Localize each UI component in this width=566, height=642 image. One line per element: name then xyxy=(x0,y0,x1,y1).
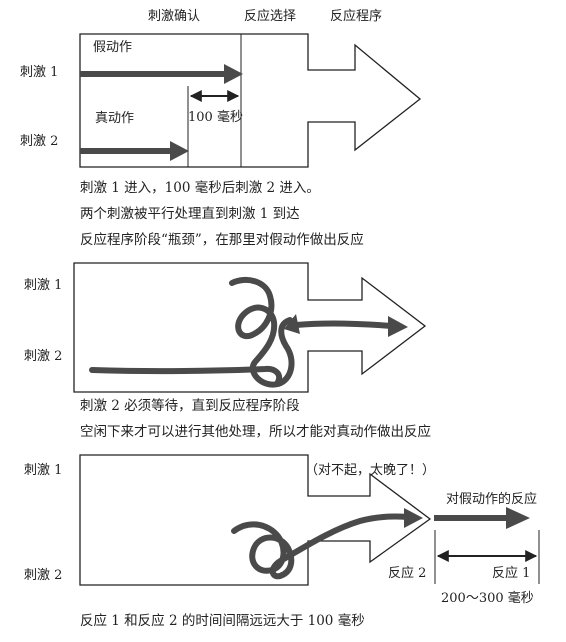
stage-label-response-programming: 反应程序 xyxy=(330,9,383,24)
panel2-caption-line-1: 刺激 2 必须等待，直到反应程序阶段 xyxy=(80,398,300,414)
stimulus1-tangle-head xyxy=(284,314,300,334)
real-action-label: 真动作 xyxy=(95,111,135,126)
response2-label: 反应 2 xyxy=(388,566,427,581)
fake-action-label: 假动作 xyxy=(93,40,133,55)
interval-label: 100 毫秒 xyxy=(188,110,243,125)
panel2-stimulus1-label: 刺激 1 xyxy=(24,278,63,293)
stimulus1-response-arrow xyxy=(388,316,408,337)
processing-box-arrow-2 xyxy=(73,262,427,393)
panel2-stimulus2-label: 刺激 2 xyxy=(24,349,63,364)
stimulus2-arrow xyxy=(170,141,189,161)
processing-box-arrow-1 xyxy=(79,33,422,168)
panel2-caption-line-2: 空闲下来才可以进行其他处理，所以才能对真动作做出反应 xyxy=(80,424,431,440)
range-label: 200～300 毫秒 xyxy=(441,591,534,606)
stimulus1-tangle xyxy=(229,276,295,388)
stimulus1-label: 刺激 1 xyxy=(20,65,59,80)
panel3-stimulus2-label: 刺激 2 xyxy=(24,568,63,583)
processing-box-arrow-3 xyxy=(79,454,432,586)
stimulus2-tangle xyxy=(231,513,411,580)
panel3-stimulus1-label: 刺激 1 xyxy=(24,463,63,478)
stage-label-stimulus-identification: 刺激确认 xyxy=(148,9,201,24)
panel1-caption-line-3: 反应程序阶段“瓶颈”，在那里对假动作做出反应 xyxy=(80,232,364,248)
stage-label-response-selection: 反应选择 xyxy=(244,9,297,24)
stimulus2-tangle-head xyxy=(404,508,423,528)
panel3-caption: 反应 1 和反应 2 的时间间隔远远大于 100 毫秒 xyxy=(80,613,365,629)
stimulus2-wait-line xyxy=(89,365,283,385)
stimulus2-label: 刺激 2 xyxy=(20,134,59,149)
panel1-caption-line-1: 刺激 1 进入，100 毫秒后刺激 2 进入。 xyxy=(80,180,320,196)
response1-label: 反应 1 xyxy=(492,566,531,581)
fake-response-arrow xyxy=(506,507,530,529)
panel1-caption-line-2: 两个刺激被平行处理直到刺激 1 到达 xyxy=(80,206,300,222)
stimulus1-arrow xyxy=(224,64,243,84)
fake-action-response-label: 对假动作的反应 xyxy=(446,492,538,507)
too-late-speech: （对不起，太晚了！） xyxy=(305,463,436,478)
